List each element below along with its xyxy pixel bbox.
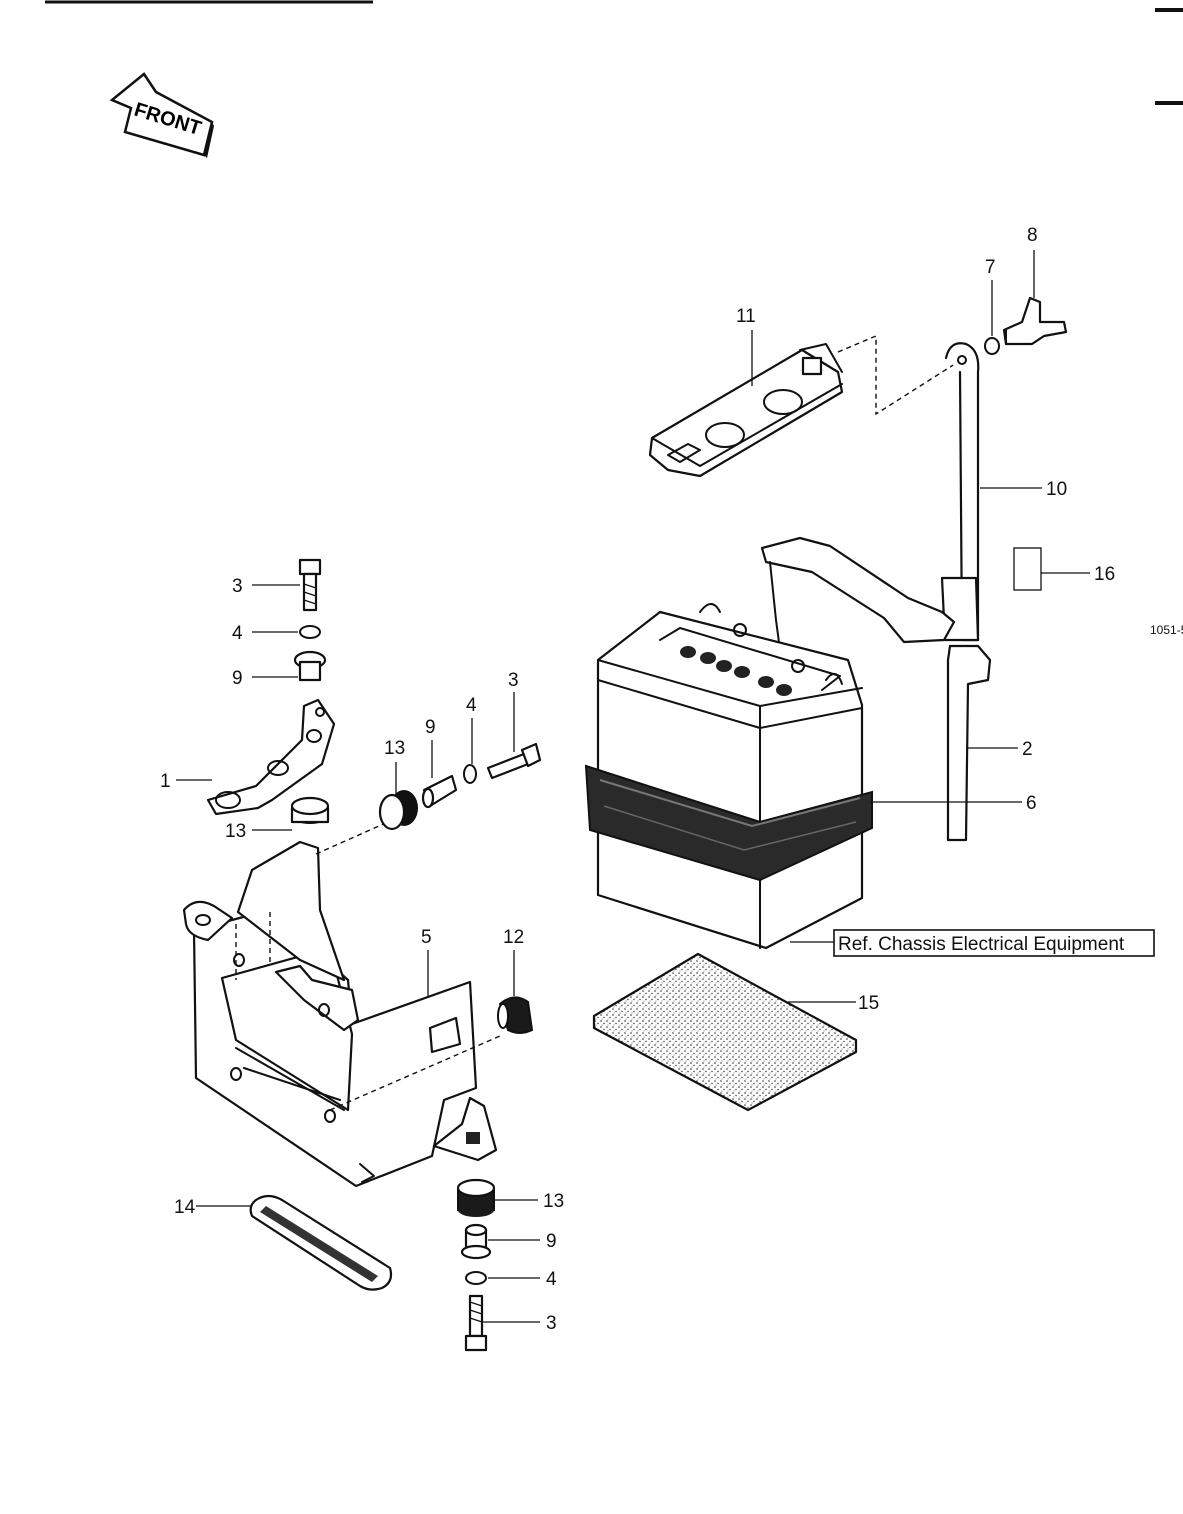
part-9-collar-mid xyxy=(421,774,458,809)
label-13-mid: 13 xyxy=(384,738,405,759)
label-11: 11 xyxy=(736,306,756,327)
part-3-bolt-top xyxy=(298,558,322,612)
part-4-washer-bottom xyxy=(465,1271,487,1285)
part-9-collar-top xyxy=(293,650,327,682)
part-13-grommet-mid xyxy=(378,790,418,831)
callout-labels: 11 7 8 10 16 2 6 15 3 4 9 1 13 13 9 4 3 … xyxy=(160,225,1115,1334)
part-10-battery-bracket xyxy=(940,342,980,642)
label-8: 8 xyxy=(1027,225,1038,246)
part-5-battery-case xyxy=(182,840,498,1188)
part-7-washer xyxy=(984,337,1000,355)
figure-code: 1051-5 xyxy=(1150,623,1183,637)
label-9-mid: 9 xyxy=(425,717,436,738)
part-9-collar-bottom xyxy=(460,1223,492,1260)
part-2-strap xyxy=(946,644,992,842)
label-6: 6 xyxy=(1026,793,1037,814)
label-3-mid: 3 xyxy=(508,670,519,691)
label-13-bottom: 13 xyxy=(543,1191,564,1212)
label-12: 12 xyxy=(503,927,524,948)
part-4-washer-top xyxy=(299,625,321,639)
part-8-wing-bolt xyxy=(1002,296,1068,346)
part-14-rubber-tray xyxy=(249,1194,393,1291)
label-2: 2 xyxy=(1022,739,1033,760)
label-5: 5 xyxy=(421,927,432,948)
label-4-bottom: 4 xyxy=(546,1269,557,1290)
dash-11-10 xyxy=(837,334,959,416)
part-11-hold-down-plate xyxy=(648,343,844,478)
label-3-top: 3 xyxy=(232,576,243,597)
part-6-battery xyxy=(584,603,873,950)
part-1-bracket xyxy=(206,698,336,816)
leader-lines xyxy=(176,250,1090,1323)
dash-13-5 xyxy=(315,821,389,855)
part-13-grommet-bottom xyxy=(456,1178,496,1217)
label-16: 16 xyxy=(1094,564,1115,585)
dash-5-12 xyxy=(329,1035,501,1111)
dash-vert xyxy=(235,912,271,980)
label-1: 1 xyxy=(160,771,171,792)
label-3-bottom: 3 xyxy=(546,1313,557,1334)
label-4-mid: 4 xyxy=(466,695,477,716)
label-9-top: 9 xyxy=(232,668,243,689)
reference-box: Ref. Chassis Electrical Equipment xyxy=(833,929,1155,957)
battery-cell-caps xyxy=(680,646,792,696)
part-13-grommet-top xyxy=(290,796,330,824)
label-10: 10 xyxy=(1046,479,1067,500)
part-12-cap xyxy=(497,996,534,1034)
label-4-top: 4 xyxy=(232,623,243,644)
battery-top-bracket xyxy=(760,536,956,651)
label-13-top: 13 xyxy=(225,821,246,842)
part-16-label-tag xyxy=(1013,547,1042,591)
label-14: 14 xyxy=(174,1197,196,1218)
label-9-bottom: 9 xyxy=(546,1231,557,1252)
front-arrow-icon: FRONT xyxy=(109,72,214,158)
label-7: 7 xyxy=(985,257,996,278)
part-3-bolt-bottom xyxy=(464,1294,488,1352)
label-15: 15 xyxy=(858,993,879,1014)
part-15-battery-pad xyxy=(592,952,858,1112)
reference-box-text: Ref. Chassis Electrical Equipment xyxy=(838,934,1125,955)
part-3-bolt-mid xyxy=(486,742,542,780)
part-4-washer-mid xyxy=(463,764,477,784)
